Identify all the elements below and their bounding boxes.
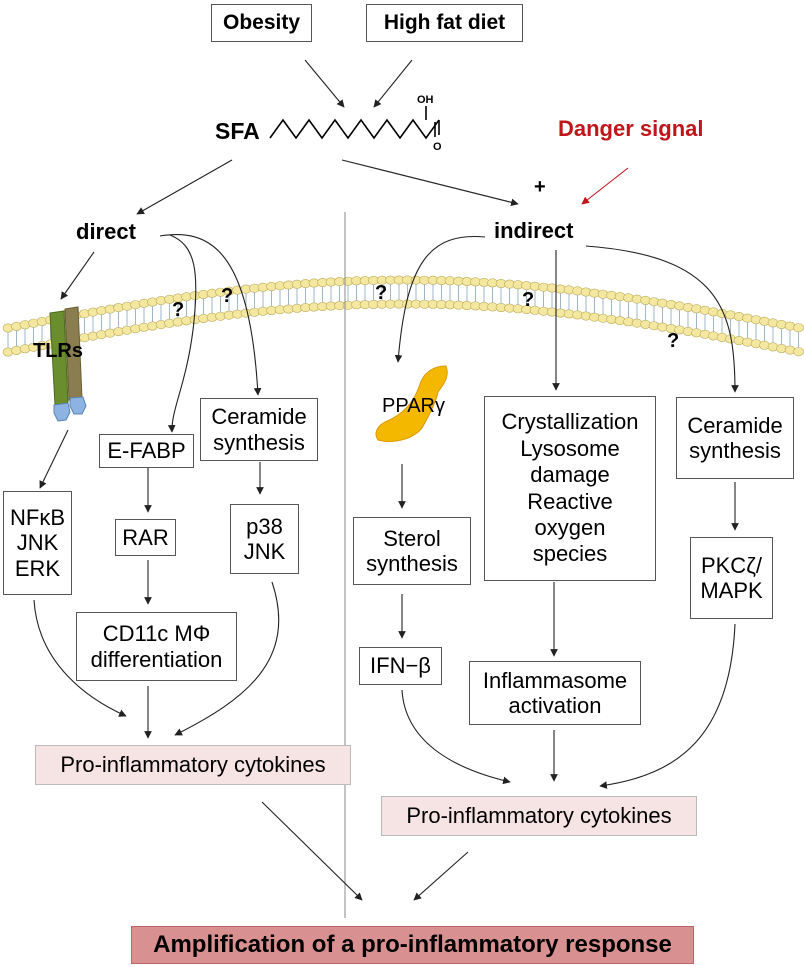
- ppar-gamma-icon: [375, 365, 448, 442]
- cd11c-box: CD11c MΦ differentiation: [76, 612, 237, 681]
- rar-box: RAR: [115, 519, 176, 556]
- arrow-indirect-ceramide: [585, 245, 739, 393]
- pkc-box: PKCζ/ MAPK: [690, 537, 773, 619]
- tlr-receptor-icon: [49, 306, 87, 422]
- inflammasome-line-2: activation: [508, 693, 602, 718]
- indirect-label: indirect: [494, 218, 574, 243]
- final-outcome-box: Amplification of a pro-inflammatory resp…: [131, 926, 694, 964]
- ceramide-box-direct: Ceramide synthesis: [200, 398, 318, 461]
- p38-line-1: p38: [246, 513, 283, 539]
- rar-label: RAR: [122, 524, 169, 550]
- arrow-diet-sfa: [373, 59, 413, 108]
- arrow-p38-cytokines: [174, 581, 280, 736]
- cytokines-right-label: Pro-inflammatory cytokines: [406, 803, 672, 829]
- high-fat-diet-box: High fat diet: [366, 4, 523, 42]
- obesity-box: Obesity: [211, 4, 312, 42]
- question-mark-4: ?: [522, 289, 534, 311]
- obesity-label: Obesity: [222, 10, 301, 34]
- direct-label: direct: [76, 219, 137, 244]
- ceramide-direct-line-1: Ceramide: [211, 404, 307, 430]
- cytokines-left-label: Pro-inflammatory cytokines: [60, 752, 326, 778]
- arrow-obesity-sfa: [304, 59, 345, 108]
- arrow-signaling-cytokines: [33, 599, 127, 717]
- p38-line-2: JNK: [243, 539, 286, 564]
- crystallization-line-6: species: [532, 541, 608, 567]
- signaling-box: NFκB JNK ERK: [3, 491, 72, 595]
- inflammasome-line-1: Inflammasome: [482, 667, 628, 693]
- sterol-line-1: Sterol: [383, 525, 441, 551]
- cell-membrane: [2, 275, 804, 357]
- sfa-label: SFA: [215, 118, 260, 144]
- arrow-left-cytokines-final: [261, 801, 363, 901]
- danger-signal-label: Danger signal: [558, 116, 703, 141]
- crystallization-line-4: Reactive: [527, 488, 613, 514]
- inflammasome-box: Inflammasome activation: [469, 661, 641, 725]
- final-outcome-label: Amplification of a pro-inflammatory resp…: [153, 931, 672, 959]
- sfa-o-label: O: [433, 141, 442, 153]
- arrow-direct-ceramide: [159, 234, 262, 396]
- sterol-line-2: synthesis: [366, 551, 458, 576]
- sfa-oh-label: OH: [417, 94, 434, 106]
- ifn-label: IFN−β: [370, 653, 431, 679]
- arrow-direct-tlr: [60, 251, 95, 300]
- sfa-molecule-icon: [269, 106, 440, 140]
- signaling-line-3: ERK: [14, 555, 61, 581]
- pkc-line-2: MAPK: [700, 578, 763, 603]
- arrow-ifn-cytokines: [401, 689, 511, 785]
- lipid-head-icon: [793, 347, 804, 357]
- arrow-tlr-signaling: [39, 429, 69, 489]
- ceramide-box-indirect: Ceramide synthesis: [676, 397, 794, 479]
- ceramide-direct-line-2: synthesis: [213, 429, 305, 455]
- cytokines-box-right: Pro-inflammatory cytokines: [381, 796, 697, 836]
- efabp-label: E-FABP: [107, 438, 186, 464]
- cytokines-box-left: Pro-inflammatory cytokines: [35, 745, 351, 785]
- efabp-box: E-FABP: [99, 434, 194, 468]
- pkc-line-1: PKCζ/: [700, 552, 763, 578]
- crystallization-line-2: Lysosome: [520, 435, 620, 461]
- crystallization-box: Crystallization Lysosome damage Reactive…: [484, 396, 656, 581]
- arrow-sfa-direct: [136, 159, 233, 215]
- tlrs-label: TLRs: [33, 340, 83, 362]
- ceramide-indirect-line-2: synthesis: [689, 438, 781, 463]
- signaling-line-1: NFκB: [10, 505, 65, 531]
- arrow-indirect-ppar: [394, 235, 486, 363]
- p38-box: p38 JNK: [230, 504, 299, 574]
- crystallization-line-1: Crystallization: [501, 409, 639, 435]
- cd11c-line-2: differentiation: [90, 646, 223, 672]
- question-mark-2: ?: [221, 285, 233, 307]
- plus-sign: +: [534, 176, 546, 198]
- cd11c-line-1: CD11c MΦ: [102, 621, 211, 647]
- arrow-direct-efabp: [167, 234, 197, 433]
- arrow-sfa-indirect: [341, 159, 519, 207]
- sterol-box: Sterol synthesis: [353, 517, 471, 585]
- arrow-right-cytokines-final: [413, 851, 469, 901]
- arrow-pkc-cytokines: [599, 623, 736, 789]
- arrow-danger-signal: [581, 167, 629, 205]
- crystallization-line-5: oxygen: [534, 514, 606, 540]
- ppar-label: PPARγ: [382, 395, 445, 417]
- question-mark-3: ?: [375, 282, 387, 304]
- high-fat-diet-label: High fat diet: [383, 10, 506, 34]
- question-mark-5: ?: [667, 330, 679, 352]
- question-mark-1: ?: [172, 299, 184, 321]
- signaling-line-2: JNK: [16, 530, 59, 556]
- crystallization-line-3: damage: [530, 462, 610, 488]
- ifn-box: IFN−β: [359, 647, 442, 685]
- lipid-head-icon: [793, 323, 804, 333]
- ceramide-indirect-line-1: Ceramide: [687, 412, 783, 438]
